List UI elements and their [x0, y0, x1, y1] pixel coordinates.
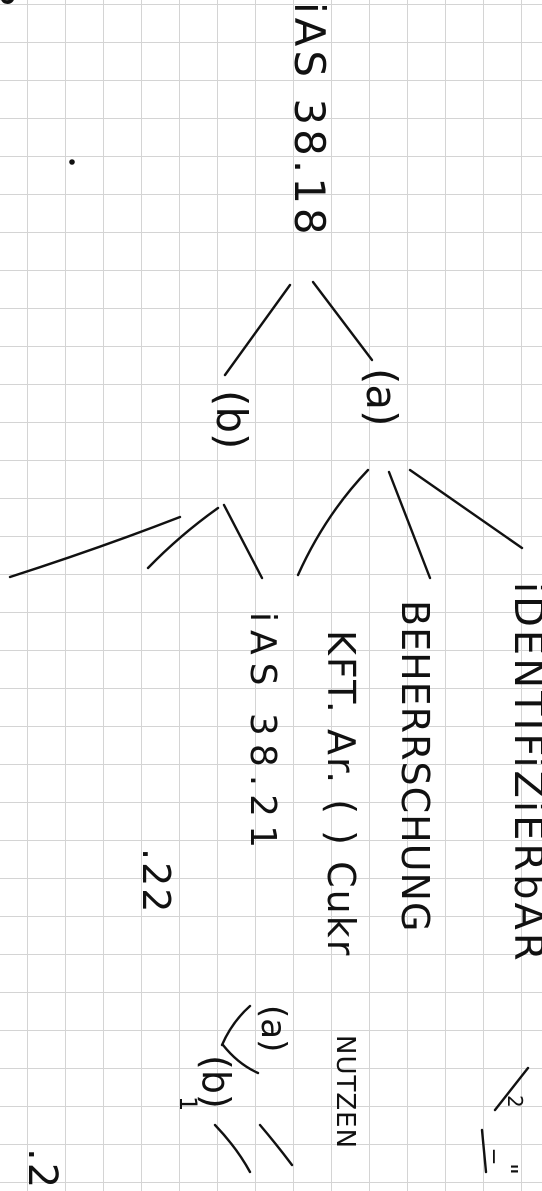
- root-to-a-line: [313, 282, 372, 360]
- a-to-kft-line: [298, 470, 368, 575]
- b-to-ias-38-21-line: [224, 505, 262, 578]
- bottom-stroke-a: [215, 1125, 250, 1172]
- item-22: .22: [137, 848, 175, 914]
- b-to-far-left-line: [10, 517, 180, 577]
- item-kft: KFT. Ar. ( ) Cukr: [322, 630, 360, 957]
- item-beherrschung: BEHERRSCHUNG: [396, 600, 434, 932]
- top-left-fragment: 8: [0, 0, 18, 7]
- root-label-ias-38-18: iAS 38.18: [288, 2, 330, 239]
- item-identifizierbar: iDENTIFiZiERbAR: [508, 582, 542, 964]
- sub-b-label: (b): [197, 1055, 235, 1109]
- a-to-beherrschung-line: [389, 472, 430, 578]
- a-to-identifizierbar-line: [410, 470, 522, 548]
- dash-tick-stroke: [482, 1130, 486, 1172]
- dash-tick-mark: _": [494, 1150, 520, 1175]
- branch-a-label: (a): [360, 368, 402, 427]
- root-to-b-line: [225, 285, 290, 375]
- sub-a-label: (a): [256, 1005, 290, 1052]
- item-ias-38-21: iAS 38.21: [244, 612, 280, 856]
- mark-2: 2: [505, 1095, 525, 1108]
- mark-1: 1: [176, 1096, 200, 1111]
- b-to-22-line: [148, 508, 218, 568]
- bottom-stroke-b: [260, 1125, 292, 1165]
- item-nutzen: NUTZEN: [332, 1035, 358, 1149]
- item-23: .23: [22, 1148, 62, 1191]
- ias-38-21-split-upper: [222, 1006, 250, 1045]
- stray-dot: [70, 160, 73, 163]
- branch-b-label: (b): [210, 390, 252, 449]
